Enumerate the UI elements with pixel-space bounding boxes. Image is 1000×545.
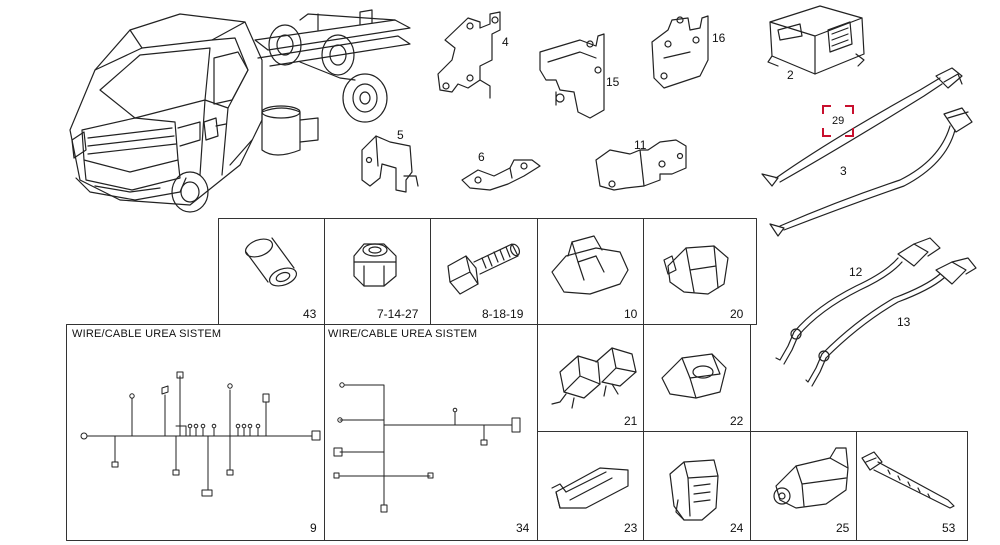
harness-34-drawing bbox=[333, 382, 521, 513]
cell-label-25: 25 bbox=[836, 521, 850, 535]
callout-6: 6 bbox=[478, 150, 485, 164]
part-53-cable-tie bbox=[861, 451, 955, 509]
callout-2: 2 bbox=[787, 68, 794, 82]
cell-label-10: 10 bbox=[624, 307, 638, 321]
harness-34-title: WIRE/CABLE UREA SISTEM bbox=[328, 328, 478, 340]
harness-9-drawing bbox=[80, 371, 321, 497]
part-43-spacer bbox=[244, 237, 298, 287]
part-21-connectors bbox=[551, 347, 637, 409]
cell-label-7-14-27: 7-14-27 bbox=[377, 307, 419, 321]
grid-lines bbox=[66, 218, 968, 541]
callout-3: 3 bbox=[840, 164, 847, 178]
bracket-11-drawing bbox=[595, 139, 687, 191]
cell-label-22: 22 bbox=[730, 414, 744, 428]
harness-9-title: WIRE/CABLE UREA SISTEM bbox=[72, 328, 222, 340]
callout-29: 29 bbox=[832, 115, 845, 127]
part-24-block bbox=[669, 459, 719, 521]
callout-16: 16 bbox=[712, 31, 726, 45]
callout-13: 13 bbox=[897, 315, 911, 329]
callout-29-highlight: 29 bbox=[822, 105, 854, 137]
callout-4: 4 bbox=[502, 35, 509, 49]
callout-11: 11 bbox=[634, 138, 647, 152]
truck-illustration bbox=[69, 9, 411, 213]
part-25-connector bbox=[773, 447, 849, 509]
bracket-15-drawing bbox=[539, 33, 605, 119]
sensor-cables-12-13-drawing bbox=[775, 237, 977, 387]
harness-9-cell: WIRE/CABLE UREA SISTEM bbox=[67, 325, 324, 540]
part-7-14-27-nut bbox=[353, 243, 397, 287]
part-8-18-19-bolt bbox=[447, 243, 521, 295]
bracket-5-drawing bbox=[361, 135, 419, 193]
cell-label-8-18-19: 8-18-19 bbox=[482, 307, 524, 321]
callout-15: 15 bbox=[606, 75, 620, 89]
sensor-cables-drawing bbox=[761, 67, 973, 237]
cell-label-9: 9 bbox=[310, 521, 317, 535]
cell-label-20: 20 bbox=[730, 307, 744, 321]
cell-label-34: 34 bbox=[516, 521, 530, 535]
callout-5: 5 bbox=[397, 128, 404, 142]
harness-34-cell: WIRE/CABLE UREA SISTEM bbox=[325, 325, 537, 540]
bracket-16-drawing bbox=[651, 15, 709, 89]
part-20-housing bbox=[663, 245, 729, 295]
highlight-box-icon bbox=[822, 105, 854, 137]
control-unit-2-drawing bbox=[767, 5, 865, 75]
cell-label-43: 43 bbox=[303, 307, 317, 321]
callout-12: 12 bbox=[849, 265, 863, 279]
cell-label-24: 24 bbox=[730, 521, 744, 535]
cell-label-21: 21 bbox=[624, 414, 638, 428]
part-10-clip bbox=[551, 235, 629, 295]
cell-label-23: 23 bbox=[624, 521, 638, 535]
bracket-4-drawing bbox=[437, 11, 501, 99]
cell-label-53: 53 bbox=[942, 521, 956, 535]
part-22-grommet bbox=[661, 353, 727, 399]
bracket-6-drawing bbox=[461, 159, 541, 191]
part-23-clip bbox=[551, 467, 629, 509]
